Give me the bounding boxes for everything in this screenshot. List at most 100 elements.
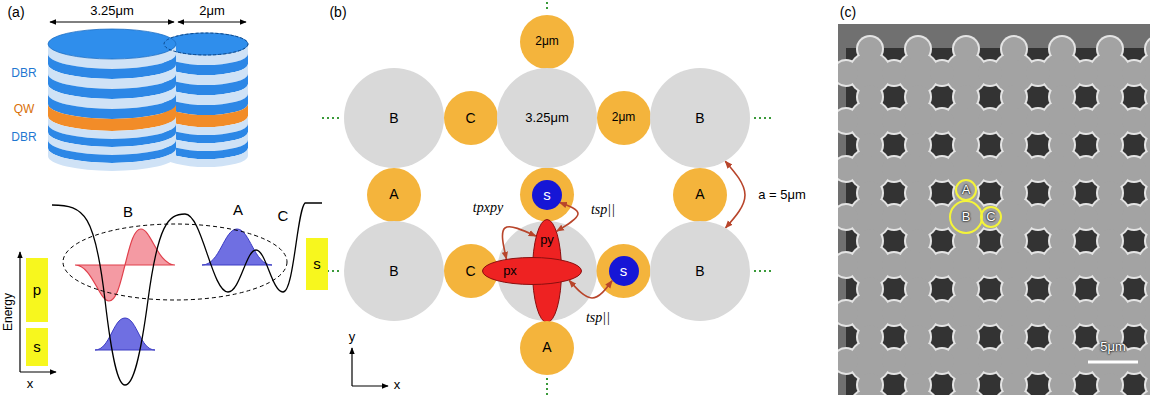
small-pillar bbox=[520, 168, 574, 222]
pillar-body bbox=[1146, 181, 1150, 205]
pillar-body bbox=[978, 157, 1002, 181]
pillar-body bbox=[1146, 85, 1150, 109]
pillar-body bbox=[1026, 157, 1050, 181]
pillar-body bbox=[1074, 205, 1098, 229]
pillar-body bbox=[1146, 229, 1150, 253]
pillar-body bbox=[1122, 301, 1146, 325]
position-axis bbox=[20, 371, 56, 372]
pillar-body bbox=[1002, 85, 1026, 109]
sem-pillars bbox=[838, 35, 1150, 395]
pillar-body bbox=[930, 301, 954, 325]
pillar-body bbox=[930, 157, 954, 181]
node-text: C bbox=[986, 210, 995, 225]
large-pillar-site: B bbox=[344, 68, 444, 168]
pillar-body bbox=[978, 301, 1002, 325]
node-text: A bbox=[962, 183, 971, 198]
edge-label: tpxpy bbox=[471, 200, 505, 216]
circle-outline bbox=[981, 207, 1001, 227]
pillar-body bbox=[882, 157, 906, 181]
pillar-body bbox=[978, 253, 1002, 277]
pillar-body bbox=[1146, 373, 1150, 395]
pillar-body bbox=[1098, 277, 1122, 301]
pillar-body bbox=[906, 133, 930, 157]
pillar-body bbox=[1074, 253, 1098, 277]
pillar-body bbox=[1002, 325, 1026, 349]
pillar-body bbox=[930, 61, 954, 85]
node-text: s bbox=[620, 262, 628, 279]
pillar-body bbox=[954, 277, 978, 301]
dimension-arrow bbox=[50, 22, 174, 23]
pillar-body bbox=[1074, 301, 1098, 325]
dimension-label: 3.25μm bbox=[90, 4, 134, 19]
sem-site-marker: B bbox=[949, 200, 983, 234]
s-orbital-wavefunction bbox=[202, 229, 272, 265]
axis-label: Energy bbox=[2, 293, 16, 331]
dimension-label: 2μm bbox=[199, 4, 225, 19]
small-pillar-site: C bbox=[444, 91, 498, 145]
pillar-body bbox=[1074, 61, 1098, 85]
small-pillar-site: A bbox=[367, 168, 421, 222]
pillar-body bbox=[1002, 133, 1026, 157]
panel-label: (c) bbox=[840, 4, 856, 20]
pillar-body bbox=[858, 181, 882, 205]
large-pillar-site: B bbox=[650, 68, 750, 168]
axis-label: x bbox=[27, 377, 34, 392]
pillar-body bbox=[930, 253, 954, 277]
pillar-body bbox=[1122, 61, 1146, 85]
sem-site-marker: C bbox=[980, 206, 1002, 228]
pillar-layers bbox=[48, 44, 176, 171]
edge-label: tsp|| bbox=[589, 202, 617, 218]
pillar-body bbox=[978, 61, 1002, 85]
pillar-body bbox=[1002, 181, 1026, 205]
pillar-body bbox=[858, 373, 882, 395]
circle-shape bbox=[609, 256, 639, 286]
pillar-body bbox=[906, 85, 930, 109]
large-pillar-site: 3.25μm bbox=[497, 68, 597, 168]
site-label: A bbox=[233, 201, 243, 218]
node-text: 2μm bbox=[612, 111, 636, 125]
pillar-body bbox=[882, 205, 906, 229]
circle-shape bbox=[597, 91, 651, 145]
pillar-body bbox=[906, 277, 930, 301]
pillar-body bbox=[882, 349, 906, 373]
node-text: px bbox=[503, 264, 517, 279]
pillar-body bbox=[906, 229, 930, 253]
hopping-arrow bbox=[557, 202, 578, 231]
pillar-body bbox=[1002, 37, 1026, 61]
node-text: C bbox=[465, 263, 475, 279]
pillar-layer bbox=[48, 148, 176, 171]
circle-shape bbox=[367, 168, 421, 222]
pillar-body bbox=[882, 61, 906, 85]
pillar-body bbox=[906, 325, 930, 349]
pillar-body bbox=[1098, 229, 1122, 253]
s-orbital: s bbox=[532, 180, 562, 210]
energy-level-bar: s bbox=[306, 238, 328, 290]
panel-label: (a) bbox=[7, 4, 24, 20]
energy-axis bbox=[19, 252, 20, 372]
node-text: p bbox=[33, 281, 41, 298]
pillar-body bbox=[1122, 109, 1146, 133]
layer-label: DBR bbox=[11, 67, 36, 81]
pillar-body bbox=[838, 301, 858, 325]
hopping-arrow bbox=[725, 161, 745, 228]
circle-outline bbox=[956, 180, 976, 200]
pillar-layer bbox=[164, 74, 248, 95]
pillar-body bbox=[1002, 373, 1026, 395]
x-axis bbox=[352, 385, 388, 386]
node-text: B bbox=[695, 263, 704, 279]
pillar-body bbox=[1050, 277, 1074, 301]
potential-curve bbox=[52, 203, 322, 385]
dimension-arrow bbox=[178, 22, 246, 23]
small-pillar-site: A bbox=[673, 168, 727, 222]
pillar-body bbox=[1002, 229, 1026, 253]
lattice-boundary-dots bbox=[322, 2, 772, 396]
pillar-body bbox=[858, 229, 882, 253]
pillar-top bbox=[164, 33, 248, 55]
sem-background bbox=[838, 24, 1150, 395]
pillar-layer bbox=[164, 148, 248, 167]
hopping-arrow bbox=[569, 280, 612, 298]
pillar-body bbox=[838, 349, 858, 373]
pillar-layer bbox=[164, 54, 248, 75]
